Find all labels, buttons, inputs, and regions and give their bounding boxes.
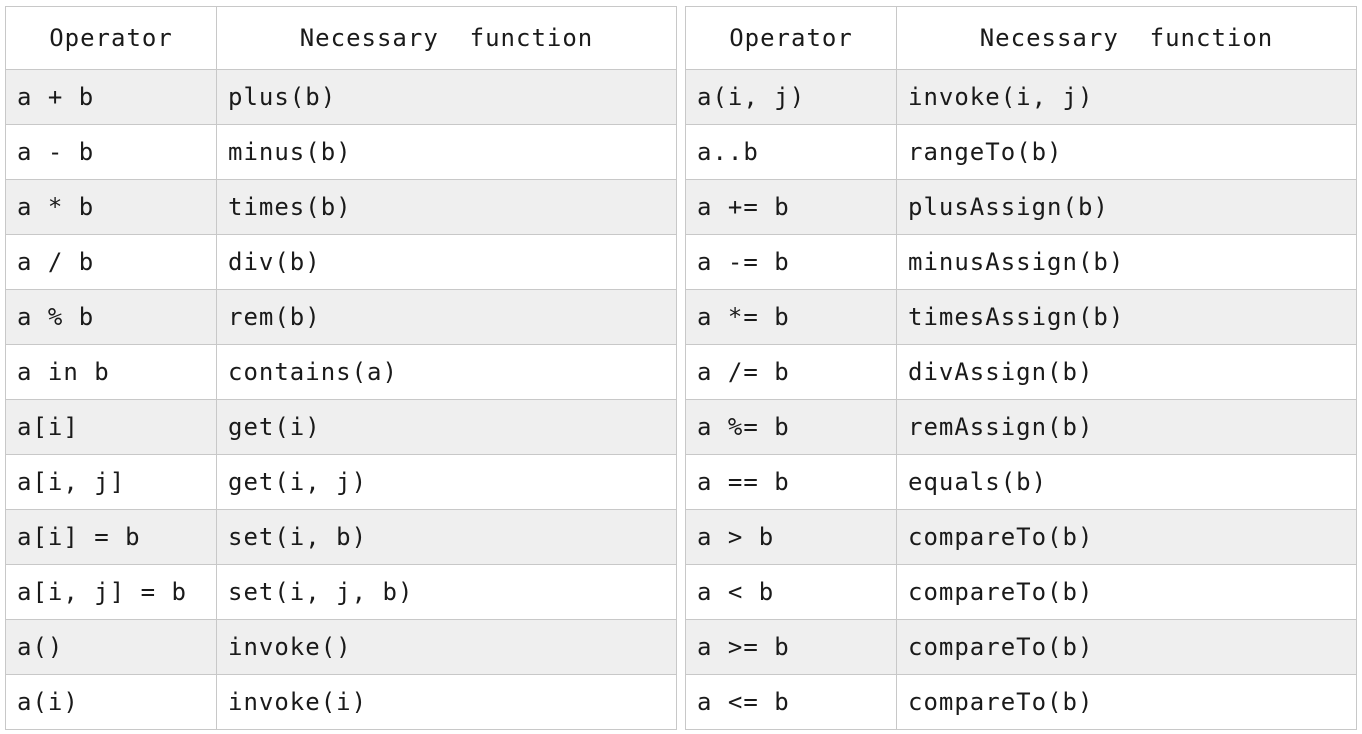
function-cell: plus(b) bbox=[216, 69, 677, 125]
operator-cell: a >= b bbox=[685, 619, 897, 675]
operator-column-header: Operator bbox=[5, 6, 217, 70]
operator-cell: a *= b bbox=[685, 289, 897, 345]
operator-cell: a + b bbox=[5, 69, 217, 125]
operator-cell: a /= b bbox=[685, 344, 897, 400]
operator-cell: a..b bbox=[685, 124, 897, 180]
operator-cell: a -= b bbox=[685, 234, 897, 290]
operator-cell: a in b bbox=[5, 344, 217, 400]
function-cell: set(i, j, b) bbox=[216, 564, 677, 620]
table-row: a()invoke() bbox=[5, 619, 677, 675]
function-cell: contains(a) bbox=[216, 344, 677, 400]
operator-cell: a(i) bbox=[5, 674, 217, 730]
operator-cell: a += b bbox=[685, 179, 897, 235]
header-row: Operator Necessary function bbox=[685, 6, 1357, 70]
table-row: a(i, j)invoke(i, j) bbox=[685, 69, 1357, 125]
function-cell: invoke(i, j) bbox=[896, 69, 1357, 125]
operator-cell: a[i] = b bbox=[5, 509, 217, 565]
header-row: Operator Necessary function bbox=[5, 6, 677, 70]
function-cell: get(i, j) bbox=[216, 454, 677, 510]
function-cell: invoke() bbox=[216, 619, 677, 675]
function-cell: set(i, b) bbox=[216, 509, 677, 565]
operator-cell: a[i, j] = b bbox=[5, 564, 217, 620]
function-cell: remAssign(b) bbox=[896, 399, 1357, 455]
function-cell: times(b) bbox=[216, 179, 677, 235]
operator-cell: a() bbox=[5, 619, 217, 675]
operator-cell: a == b bbox=[685, 454, 897, 510]
operator-cell: a[i] bbox=[5, 399, 217, 455]
table-row: a(i)invoke(i) bbox=[5, 674, 677, 730]
operator-cell: a / b bbox=[5, 234, 217, 290]
function-cell: divAssign(b) bbox=[896, 344, 1357, 400]
function-cell: timesAssign(b) bbox=[896, 289, 1357, 345]
function-column-header: Necessary function bbox=[216, 6, 677, 70]
operator-cell: a <= b bbox=[685, 674, 897, 730]
function-cell: minus(b) bbox=[216, 124, 677, 180]
table-row: a[i, j]get(i, j) bbox=[5, 454, 677, 510]
operator-column-header: Operator bbox=[685, 6, 897, 70]
operator-cell: a(i, j) bbox=[685, 69, 897, 125]
function-column-header: Necessary function bbox=[896, 6, 1357, 70]
function-cell: compareTo(b) bbox=[896, 509, 1357, 565]
function-cell: compareTo(b) bbox=[896, 564, 1357, 620]
function-cell: compareTo(b) bbox=[896, 619, 1357, 675]
function-cell: invoke(i) bbox=[216, 674, 677, 730]
function-cell: plusAssign(b) bbox=[896, 179, 1357, 235]
function-cell: compareTo(b) bbox=[896, 674, 1357, 730]
function-cell: minusAssign(b) bbox=[896, 234, 1357, 290]
table-row: a[i]get(i) bbox=[5, 399, 677, 455]
operator-cell: a % b bbox=[5, 289, 217, 345]
function-cell: rem(b) bbox=[216, 289, 677, 345]
operator-cell: a %= b bbox=[685, 399, 897, 455]
operator-cell: a < b bbox=[685, 564, 897, 620]
operator-cell: a[i, j] bbox=[5, 454, 217, 510]
operator-cell: a - b bbox=[5, 124, 217, 180]
function-cell: div(b) bbox=[216, 234, 677, 290]
operator-table-right: Operator Necessary function a(i, j)invok… bbox=[685, 6, 1357, 730]
function-cell: rangeTo(b) bbox=[896, 124, 1357, 180]
function-cell: get(i) bbox=[216, 399, 677, 455]
function-cell: equals(b) bbox=[896, 454, 1357, 510]
operator-cell: a > b bbox=[685, 509, 897, 565]
operator-cell: a * b bbox=[5, 179, 217, 235]
